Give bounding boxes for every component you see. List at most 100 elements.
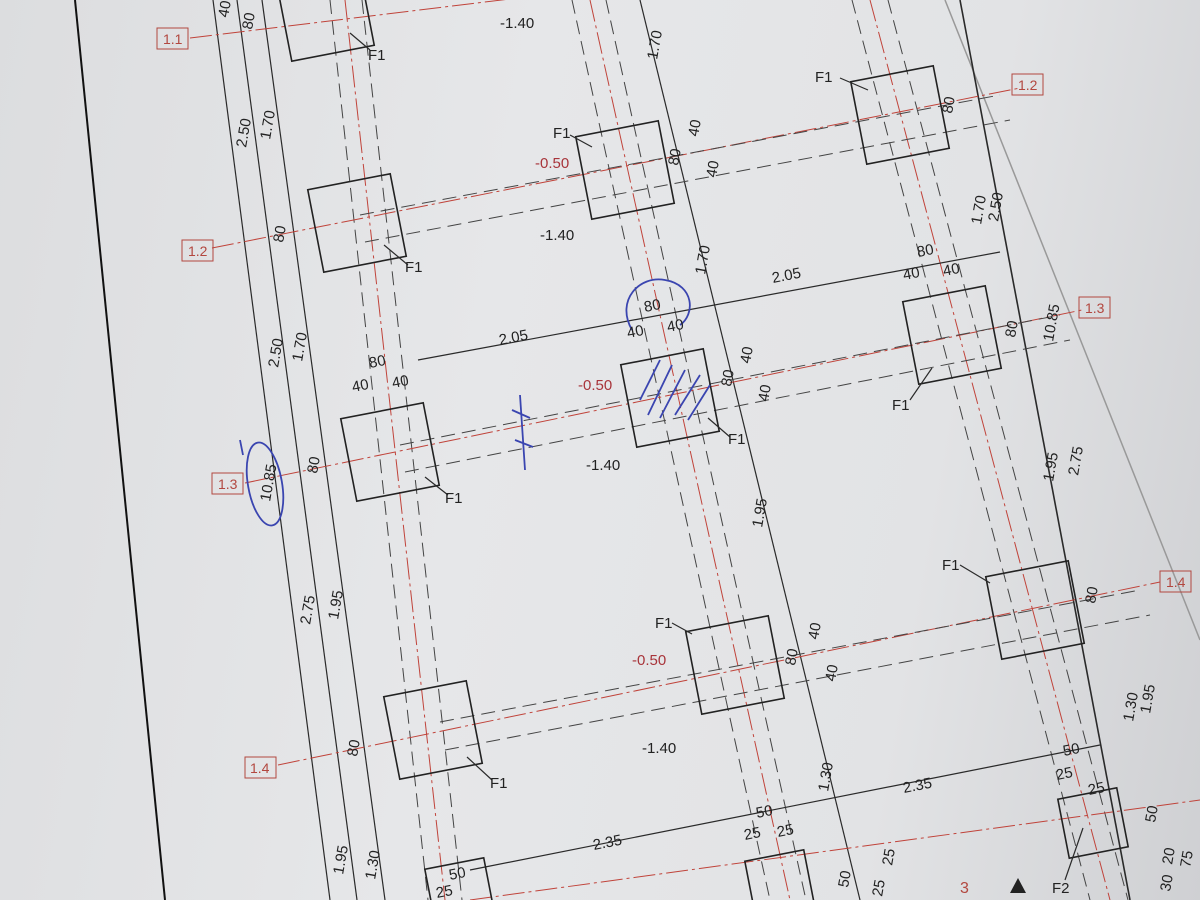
svg-text:1.2: 1.2 [188, 243, 208, 259]
dim-label: 40 [755, 383, 775, 402]
row-axes [189, 0, 1200, 900]
dim-label: 40 [626, 322, 646, 342]
elevation-label: -1.40 [500, 15, 534, 32]
footing-label: F1 [728, 431, 746, 448]
dim-label: 2.35 [902, 775, 934, 797]
dim-label: 30 [1157, 873, 1177, 892]
dim-label: 50 [835, 869, 855, 888]
svg-text:1.4: 1.4 [1166, 574, 1186, 590]
axis-tag-1-3: 1.3 [211, 472, 244, 495]
svg-text:1.1: 1.1 [163, 31, 183, 47]
dim-label: 80 [304, 455, 324, 474]
dim-label: 50 [755, 802, 775, 822]
dim-label: 40 [351, 376, 371, 396]
dim-label: 80 [1002, 319, 1022, 338]
elevation-label: -0.50 [535, 155, 569, 172]
dim-label: 20 [1159, 846, 1179, 865]
dim-label: 40 [902, 264, 922, 284]
dim-label: 25 [1087, 779, 1107, 799]
axis-tag-1-2: 1.2 [181, 239, 214, 262]
dim-label: 80 [270, 224, 290, 243]
dim-label: 50 [1062, 740, 1082, 760]
axis-tag-1-4-right: 1.4 [1159, 570, 1192, 593]
dim-label: 10.85 [257, 463, 280, 503]
dim-label: 1.30 [1120, 691, 1142, 723]
dim-label: 25 [743, 824, 763, 844]
footing-labels: F1 F1 F1 F1 F1 F1 F1 F1 F1 F1 F2 3 [368, 47, 1070, 897]
elevation-label: -1.40 [642, 740, 676, 757]
page-edge-right [944, 0, 1200, 641]
dim-label: 50 [448, 864, 468, 884]
dim-label: 1.70 [692, 244, 714, 276]
page-border-right [959, 0, 1131, 900]
dim-label: 80 [368, 352, 388, 372]
dim-label: 80 [344, 738, 364, 757]
dim-label: 80 [665, 147, 685, 166]
dim-label: 75 [1177, 849, 1197, 868]
dim-label: 2.50 [233, 117, 255, 149]
dim-label: 25 [869, 878, 889, 897]
footing-label: F1 [553, 125, 571, 142]
dim-label: 80 [939, 95, 959, 114]
footing-label: F1 [405, 259, 423, 276]
dim-label: 80 [239, 11, 259, 30]
elevation-label: -1.40 [586, 457, 620, 474]
dim-label: 25 [776, 821, 796, 841]
svg-text:1.2: 1.2 [1018, 77, 1038, 93]
page-border-left [74, 0, 166, 900]
footing-label: F1 [655, 615, 673, 632]
dim-label: 1.30 [362, 849, 384, 881]
dim-label: 1.95 [749, 497, 771, 529]
elevation-labels: -1.40 -0.50 -1.40 -0.50 -1.40 -0.50 -1.4… [500, 15, 676, 757]
dim-label: 2.50 [985, 191, 1007, 223]
dimension-labels: 40 80 2.50 1.70 80 2.50 1.70 10.85 80 2.… [215, 0, 1197, 900]
footing-label: F1 [815, 69, 833, 86]
dim-label: 80 [643, 296, 663, 316]
dim-label: 2.05 [498, 327, 530, 349]
dim-label: 1.30 [815, 761, 837, 793]
dim-label: 2.50 [265, 337, 287, 369]
footings [274, 0, 1130, 900]
dim-label: 10.85 [1040, 303, 1063, 343]
elevation-label: -1.40 [540, 227, 574, 244]
dim-label: 80 [916, 241, 936, 261]
footing-label: F1 [445, 490, 463, 507]
dim-label: 80 [718, 368, 738, 387]
footing-label: F2 [1052, 880, 1070, 897]
footing-label: F1 [892, 397, 910, 414]
dim-label: 25 [435, 882, 455, 900]
dim-label: 25 [879, 847, 899, 866]
dim-label: 25 [1055, 764, 1075, 784]
dim-label: 1.95 [330, 844, 352, 876]
svg-text:1.3: 1.3 [218, 476, 238, 492]
dim-label: 40 [666, 316, 686, 336]
axis-tag-1-3-right: 1.3 [1078, 296, 1111, 319]
dim-label: 1.70 [968, 194, 990, 226]
dim-label: 2.35 [592, 832, 624, 854]
dim-label: 40 [822, 663, 842, 682]
footing-label: F1 [368, 47, 386, 64]
dim-label: 2.75 [1065, 445, 1087, 477]
dim-label: 80 [782, 647, 802, 666]
dim-label: 40 [215, 0, 235, 19]
dim-label: 40 [942, 260, 962, 280]
dim-label: 1.70 [644, 29, 666, 61]
pen-markings [239, 278, 711, 527]
dim-label: 40 [805, 621, 825, 640]
dim-label: 40 [737, 345, 757, 364]
dim-label: 1.70 [257, 109, 279, 141]
axis-tag-1-2-right: 1.2 [1011, 73, 1044, 96]
section-triangle-icon [1010, 878, 1026, 893]
footing-leaders [349, 32, 1084, 881]
dim-label: 1.95 [325, 589, 347, 621]
dim-label: 40 [685, 118, 705, 137]
left-dimension-lines [212, 0, 386, 900]
footing-label: F1 [942, 557, 960, 574]
column-axes [329, 0, 1129, 900]
dim-label: 1.95 [1137, 683, 1159, 715]
dim-label: 2.75 [297, 594, 319, 626]
axis-tag-1-4: 1.4 [244, 756, 277, 779]
section-mark: 3 [960, 880, 969, 897]
dim-label: 50 [1142, 804, 1162, 823]
